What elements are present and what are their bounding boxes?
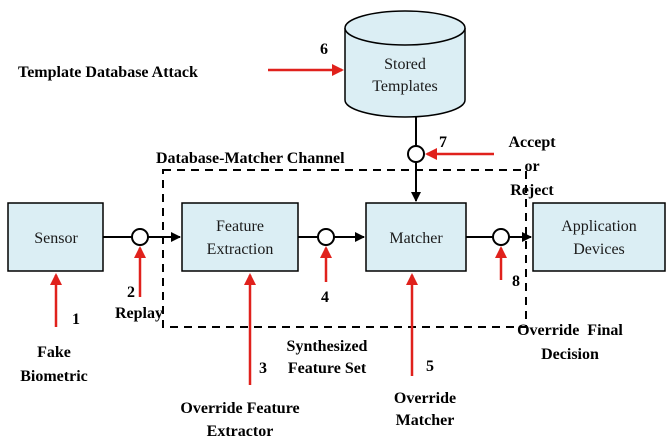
- application-label-2: Devices: [573, 241, 625, 258]
- synthesized-label-2: Feature Set: [288, 360, 367, 377]
- tap-circle-8: [492, 228, 510, 246]
- sensor-label: Sensor: [34, 230, 78, 247]
- channel-tap-circles: [131, 145, 510, 246]
- override-extractor-label-1: Override Feature: [180, 400, 299, 417]
- override-matcher-label-2: Matcher: [396, 412, 455, 429]
- attack-number-4: 4: [321, 289, 329, 306]
- application-devices-box: Application Devices: [532, 202, 666, 272]
- sensor-box: Sensor: [7, 202, 104, 272]
- accept-label-2: or: [524, 158, 539, 175]
- attack-number-6: 6: [320, 41, 328, 58]
- override-extractor-label-2: Extractor: [207, 423, 274, 439]
- flow-arrows: [103, 117, 532, 242]
- attack-arrows: [50, 64, 507, 385]
- feature-extraction-label-2: Extraction: [207, 241, 274, 258]
- override-matcher-label-1: Override: [394, 390, 456, 407]
- attack-number-2: 2: [127, 284, 135, 301]
- stored-templates-label-2: Templates: [372, 78, 438, 95]
- stored-templates-label-1: Stored: [384, 56, 426, 73]
- tap-circle-7: [407, 145, 425, 163]
- accept-label-1: Accept: [508, 134, 556, 151]
- application-label-1: Application: [561, 218, 637, 235]
- database-matcher-channel-region: [162, 169, 527, 328]
- tap-circle-4: [317, 228, 335, 246]
- replay-label: Replay: [115, 305, 163, 322]
- matcher-label: Matcher: [389, 230, 443, 247]
- matcher-box: Matcher: [365, 202, 467, 272]
- feature-extraction-label-1: Feature: [216, 218, 264, 235]
- override-decision-label-2: Decision: [541, 346, 599, 363]
- attack-number-3: 3: [259, 360, 267, 377]
- channel-label: Database-Matcher Channel: [156, 150, 345, 167]
- accept-label-3: Reject: [510, 182, 554, 199]
- override-decision-label-1: Override Final: [517, 322, 623, 339]
- attack-number-7: 7: [439, 134, 447, 151]
- synthesized-label-1: Synthesized: [287, 338, 368, 355]
- fake-biometric-label-1: Fake: [37, 344, 71, 361]
- stored-templates-cylinder: Stored Templates: [344, 10, 466, 118]
- tap-circle-2: [131, 228, 149, 246]
- template-attack-label: Template Database Attack: [18, 64, 198, 81]
- attack-number-5: 5: [426, 358, 434, 375]
- feature-extraction-box: Feature Extraction: [181, 202, 299, 272]
- attack-number-1: 1: [72, 311, 80, 328]
- attack-number-8: 8: [512, 273, 520, 290]
- fake-biometric-label-2: Biometric: [20, 368, 88, 385]
